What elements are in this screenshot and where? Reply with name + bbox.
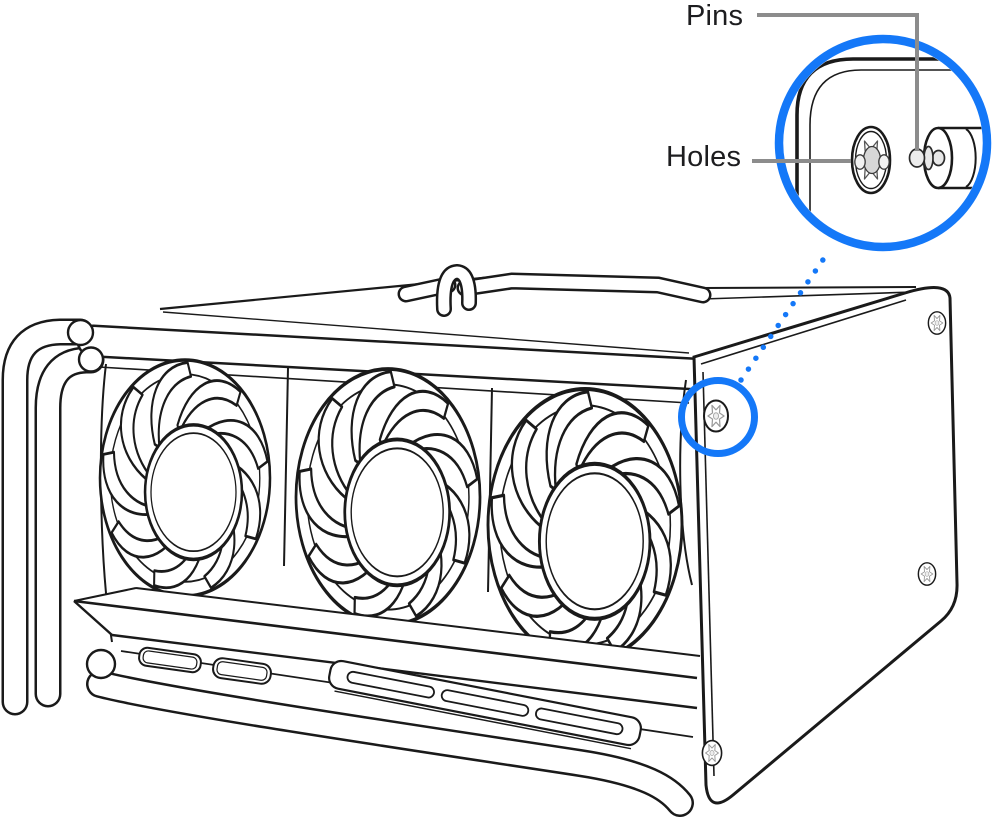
vent-slot <box>346 670 435 699</box>
base-rail <box>85 646 694 817</box>
fan-1 <box>91 353 277 608</box>
fan-2 <box>286 361 488 638</box>
shelf <box>73 587 702 710</box>
holes-label: Holes <box>666 141 742 173</box>
screw-hole-circled <box>704 401 728 432</box>
screw-hole-top-right <box>928 312 945 334</box>
back-handle-rail <box>397 263 712 317</box>
front-frame-bar <box>66 318 712 391</box>
tube-end-cap <box>85 648 117 680</box>
vent-slot <box>535 707 624 736</box>
port-2 <box>212 657 272 685</box>
dotted-leader-line <box>738 248 832 383</box>
pins-label: Pins <box>686 0 744 32</box>
side-panel <box>692 286 959 805</box>
vent-slot <box>440 689 530 717</box>
pins-leader-line <box>757 13 919 151</box>
tube-end-cap <box>66 318 95 347</box>
screw-hole-bottom-left <box>702 741 721 766</box>
port-1 <box>138 646 202 674</box>
handle-tubes <box>1 318 105 716</box>
pin-detail <box>908 126 983 190</box>
hole-detail <box>850 125 892 195</box>
callout-circle <box>774 34 992 252</box>
vent-bar <box>328 659 642 750</box>
fan-3 <box>480 384 687 673</box>
tube-end-cap <box>77 346 105 373</box>
highlight-circle <box>678 377 758 457</box>
screw-hole-bottom-right <box>918 563 935 585</box>
